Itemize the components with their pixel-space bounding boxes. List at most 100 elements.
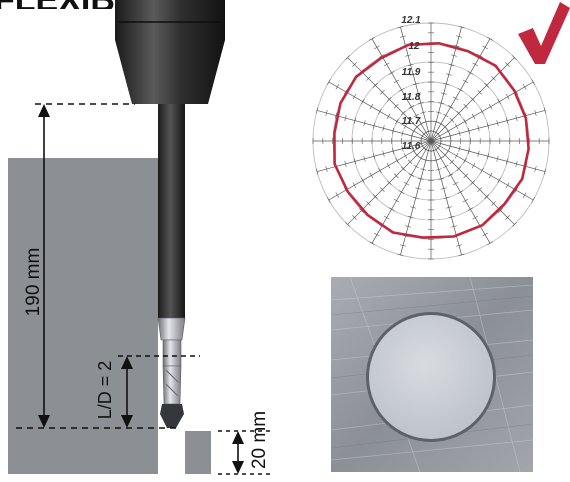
title-text: FLEXIBILITY [0,0,198,19]
polar-tick [361,98,365,105]
polar-tick [420,168,427,171]
polar-tick [472,215,478,220]
polar-tick [403,123,408,129]
polar-tick [418,156,424,160]
polar-tick [515,115,518,122]
polar-tick [403,181,410,186]
polar-tick [480,167,484,174]
polar-tick [439,135,442,142]
polar-tick [325,110,328,116]
polar-tick [440,92,447,95]
tool-holder [115,0,225,104]
polar-tick [400,35,406,38]
polar-tick [543,168,547,175]
polar-tick [410,73,417,76]
tick-label-11-9: 11.9 [402,67,421,78]
polar-tick [452,181,459,186]
polar-tick [412,148,416,154]
polar-tick [415,187,422,190]
polar-tick [335,192,340,198]
polar-tick [352,182,357,188]
polar-tick [395,118,399,125]
polar-tick [456,35,462,38]
tick-label-11-8: 11.8 [402,92,421,103]
polar-tick [378,167,382,174]
polar-tick [531,79,535,85]
polar-tick [512,55,517,60]
polar-tick [484,194,489,199]
polar-tick [422,120,429,124]
polar-tick [393,103,399,109]
polar-tick [405,225,412,228]
polar-tick [491,201,496,206]
polar-tick [467,127,471,134]
polar-tick [407,63,414,67]
polar-tick [412,128,416,134]
polar-tick [407,215,414,219]
polar-tick [327,79,331,85]
holder-taper [115,40,225,104]
polar-tick [382,125,385,132]
polar-tick [488,172,493,179]
polar-tick [378,108,382,115]
polar-tick [412,196,419,200]
polar-tick [388,207,395,211]
polar-tick [420,111,427,114]
block-dimension-arrow [232,431,244,474]
polar-tick [467,71,474,75]
polar-tick [477,89,483,95]
polar-tick [463,157,467,164]
polar-tick [443,82,450,86]
polar-tick [448,143,452,150]
polar-tick [448,63,455,67]
polar-tick [363,155,366,162]
polar-tick [458,130,461,137]
page-title: FLEXIBILITY [0,0,198,19]
polar-tick [447,105,454,109]
polar-tick [393,198,400,203]
polar-tick [480,108,484,115]
polar-tick [353,117,357,124]
polar-tick [344,115,347,122]
polar-tick [413,164,419,169]
polar-tick [369,103,374,110]
tool-shank [158,104,185,318]
polar-tick [408,105,415,109]
workpiece-small-block [185,431,211,474]
polar-tick [401,145,404,152]
polar-tick [452,96,459,101]
polar-tick [386,113,391,120]
polar-tick [400,166,406,172]
polar-tick [458,253,465,257]
polar-tick [352,94,357,100]
polar-tick [413,113,419,118]
polar-tick [366,201,371,206]
total-depth-label: 190 mm [23,248,44,317]
polar-tick [534,166,537,172]
polar-tick [443,113,449,118]
polar-tick [512,222,517,227]
polar-tick [463,103,469,109]
polar-tick [543,107,547,114]
polar-tick [366,76,371,81]
polar-tick [443,164,449,169]
polar-tick [408,173,415,177]
polar-tick [477,54,483,58]
polar-tick [458,145,461,152]
polar-tick [315,168,319,175]
polar-tick [393,79,400,84]
polar-tick [458,25,465,29]
polar-tick [417,101,424,105]
checkmark-icon [518,2,570,64]
polar-tick [414,124,420,130]
polar-tick [359,208,364,213]
polar-tick [414,152,420,158]
polar-tick [505,62,510,67]
polar-tick [486,122,490,129]
polar-tick [477,187,483,193]
depth-dimension-arrow [38,104,50,428]
polar-tick [445,206,452,209]
polar-tick [372,122,376,129]
polar-tick [433,158,440,162]
